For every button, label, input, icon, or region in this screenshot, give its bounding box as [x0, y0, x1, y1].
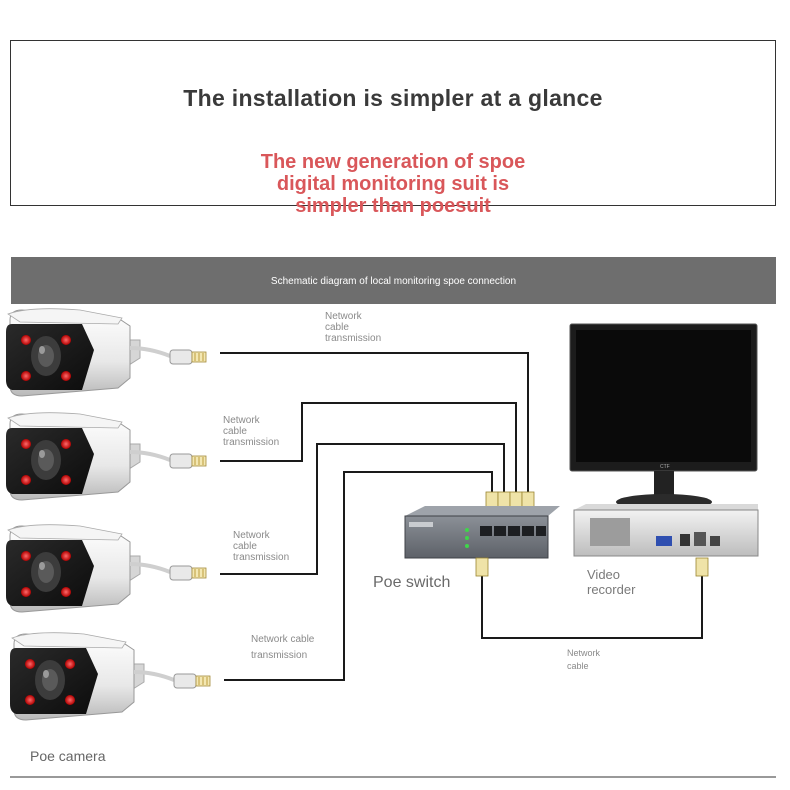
diagram-svg: CTF: [4, 306, 759, 722]
cable-line-2: [220, 402, 517, 494]
monitor: CTF: [569, 323, 758, 510]
header-box: The installation is simpler at a glance …: [10, 40, 776, 217]
cable-line-4: [224, 471, 493, 681]
poe-camera-label: Poe camera: [30, 748, 106, 764]
poe-camera-3: [4, 522, 208, 614]
page-title: The installation is simpler at a glance: [183, 85, 603, 111]
cable-line-recorder: [481, 574, 703, 639]
video-recorder: [573, 504, 759, 577]
cable-line-1: [220, 352, 529, 494]
poe-camera-4: [8, 630, 212, 722]
cable-line-3: [220, 443, 505, 575]
poe-switch: [404, 506, 560, 577]
subtitle-line-1: The new generation of spoe: [260, 151, 526, 173]
subtitle: The new generation of spoe digital monit…: [11, 151, 775, 217]
subtitle-line-2: digital monitoring suit is: [276, 173, 510, 195]
diagram-banner: Schematic diagram of local monitoring sp…: [11, 257, 776, 304]
poe-camera-2: [4, 410, 208, 502]
poe-switch-label: Poe switch: [373, 574, 451, 591]
bottom-divider: [10, 776, 776, 778]
monitor-brand: CTF: [660, 464, 670, 470]
subtitle-line-3: simpler than poesuit: [295, 195, 491, 217]
network-cables: [220, 352, 703, 681]
poe-camera-1: [4, 306, 208, 398]
